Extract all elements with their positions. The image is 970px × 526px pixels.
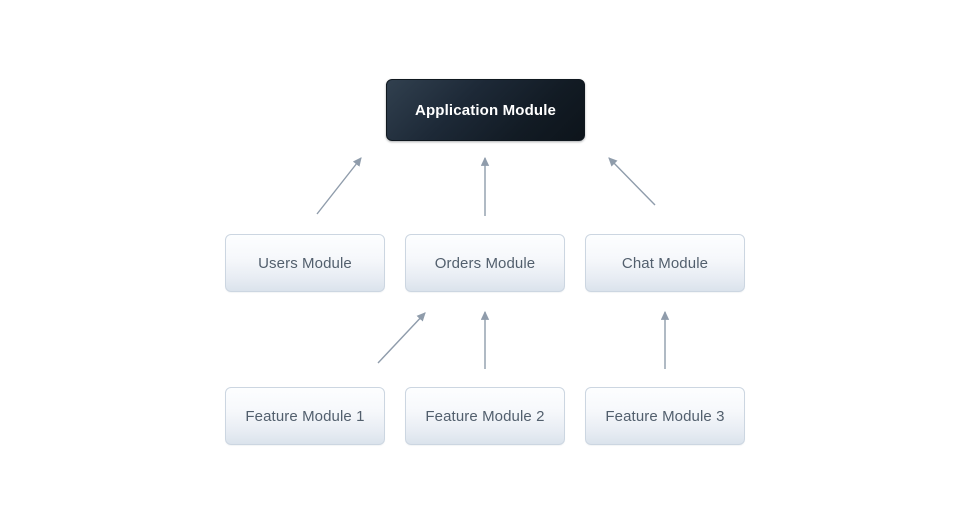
node-label-chat-module: Chat Module — [621, 254, 709, 272]
edge-users-to-application — [316, 157, 362, 215]
node-label-orders-module: Orders Module — [434, 254, 536, 272]
node-label-users-module: Users Module — [258, 254, 352, 272]
node-feature-module-2[interactable]: Feature Module 2 — [405, 387, 565, 445]
node-users-module[interactable]: Users Module — [225, 234, 385, 292]
node-feature-module-1[interactable]: Feature Module 1 — [225, 387, 385, 445]
node-label-feature-module-1: Feature Module 1 — [245, 407, 365, 425]
node-orders-module[interactable]: Orders Module — [405, 234, 565, 292]
edge-feature1-to-orders — [377, 312, 426, 364]
node-label-feature-module-3: Feature Module 3 — [605, 407, 725, 425]
node-application-module[interactable]: Application Module — [386, 79, 585, 141]
node-feature-module-3[interactable]: Feature Module 3 — [585, 387, 745, 445]
node-chat-module[interactable]: Chat Module — [585, 234, 745, 292]
node-label-feature-module-2: Feature Module 2 — [425, 407, 545, 425]
edge-chat-to-application — [608, 157, 656, 206]
node-label-application-module: Application Module — [414, 101, 557, 119]
